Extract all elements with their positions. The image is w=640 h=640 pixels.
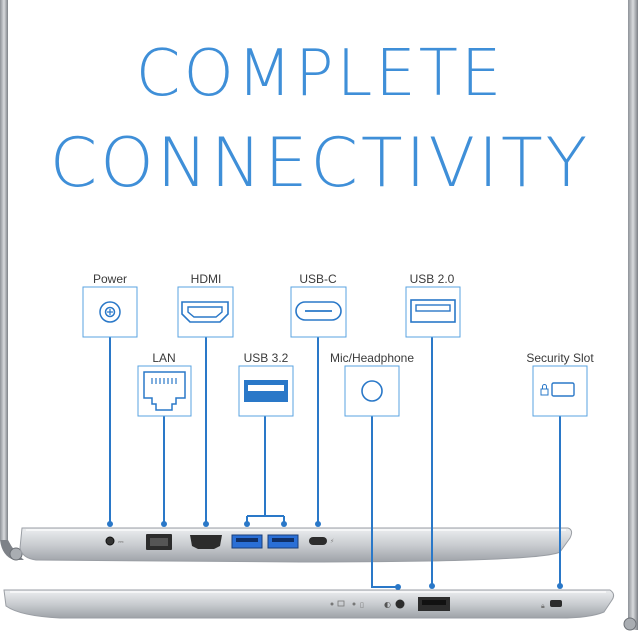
label-usb-2: USB 2.0 (409, 272, 455, 286)
svg-text:⎓: ⎓ (118, 538, 124, 546)
right-laptop-lid (623, 0, 638, 631)
hdmi-box (177, 286, 234, 338)
usbc-box (290, 286, 347, 338)
hdmi-icon (181, 301, 229, 323)
label-usb-c: USB-C (299, 272, 337, 286)
label-power: Power (92, 272, 127, 286)
power-jack (105, 536, 115, 546)
svg-text:▯: ▯ (360, 601, 364, 609)
lan-box (137, 365, 192, 417)
svg-text:◐: ◐ (384, 600, 391, 609)
label-usb-32: USB 3.2 (243, 351, 289, 365)
svg-text:🔒︎: 🔒︎ (541, 602, 545, 610)
label-mic-headphone: Mic/Headphone (329, 351, 415, 365)
mic-box (344, 365, 400, 417)
label-security-slot: Security Slot (526, 351, 594, 365)
hdmi-port (190, 535, 222, 549)
headline-line-1: COMPLETE (135, 37, 505, 111)
laptop-right-side: ▯ ◐ 🔒︎ (3, 589, 615, 619)
power-icon (99, 301, 121, 323)
headline-line-2: CONNECTIVITY (49, 124, 591, 203)
svg-text:⚡: ⚡ (330, 538, 334, 545)
label-hdmi: HDMI (190, 272, 222, 286)
usb2-icon (410, 299, 456, 323)
laptop-left-side: ⎓ ⚡ (19, 527, 573, 563)
callout-endpoints (107, 521, 563, 590)
usbc-port (309, 537, 327, 545)
callout-lines (109, 336, 561, 588)
security-box (532, 365, 588, 417)
lan-port (146, 534, 172, 550)
headphone-jack-icon (361, 380, 383, 402)
usbc-icon (295, 301, 342, 321)
power-box (82, 286, 138, 338)
security-slot (550, 600, 562, 607)
lan-icon (143, 371, 186, 411)
security-slot-icon (551, 382, 575, 397)
usb2-box (405, 286, 461, 338)
lock-icon (540, 388, 549, 396)
mic-jack (395, 599, 405, 609)
usb32-box (238, 365, 294, 417)
label-lan: LAN (152, 351, 176, 365)
left-laptop-lid (0, 0, 24, 561)
